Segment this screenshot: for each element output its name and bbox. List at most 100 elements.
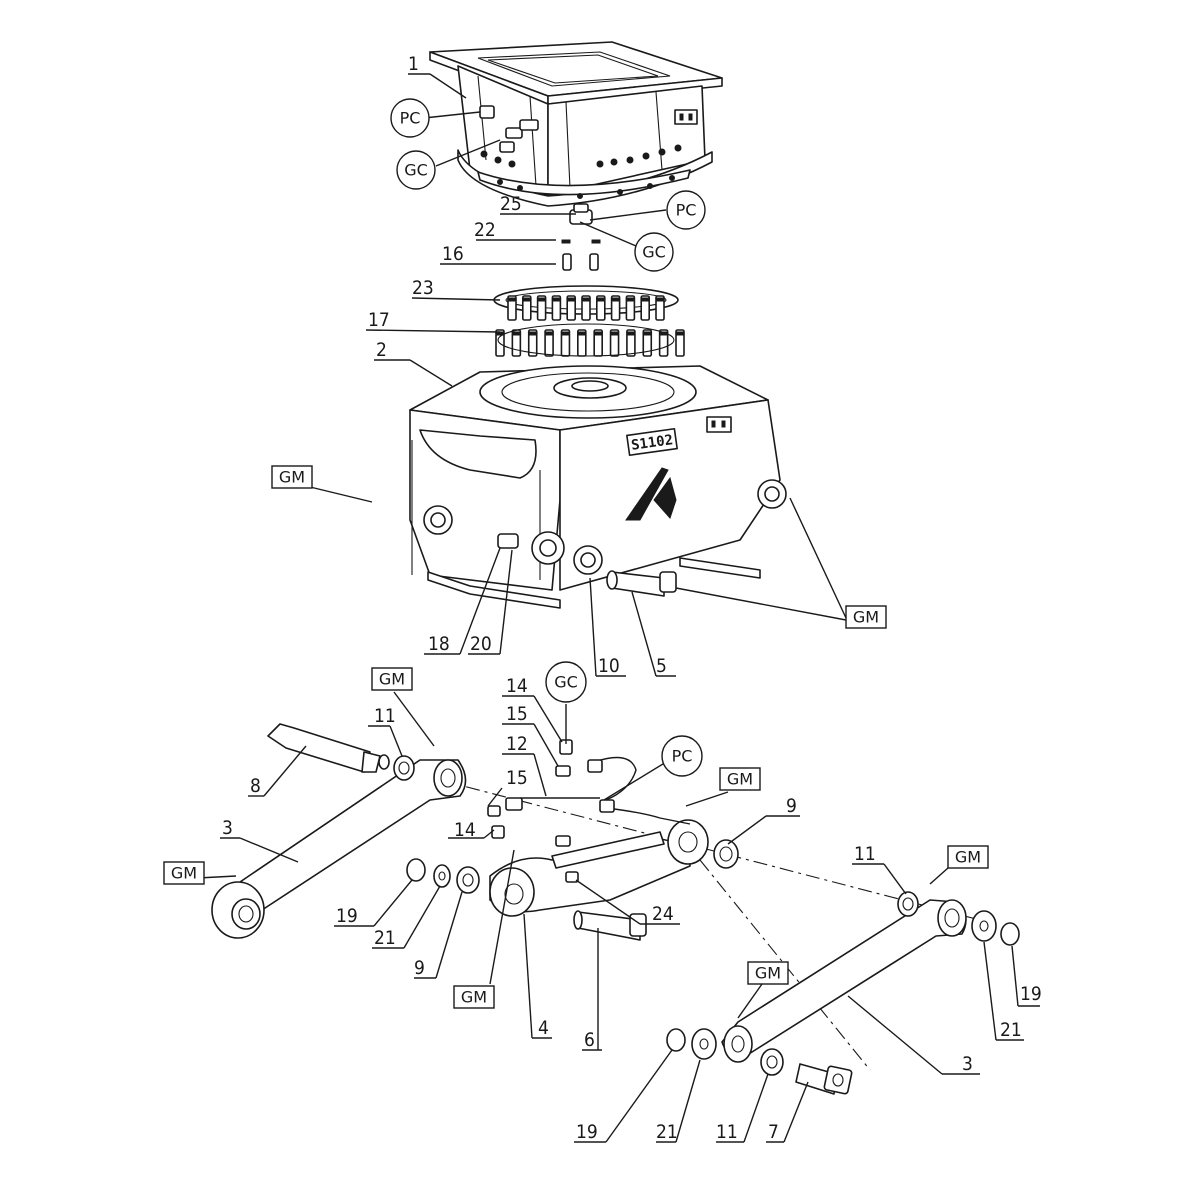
bolt <box>566 295 577 321</box>
bolt-head <box>508 297 516 302</box>
gm-tag <box>371 667 413 691</box>
part-number: 21 <box>656 1121 678 1143</box>
bolt-head <box>538 297 546 302</box>
gm-tag <box>845 605 887 629</box>
gc-tag <box>634 232 674 272</box>
part-number: 9 <box>414 957 425 979</box>
bolt <box>640 295 651 321</box>
gm-tag <box>747 961 789 985</box>
bolt-head <box>561 331 569 336</box>
bolt-head <box>512 331 520 336</box>
bolt-head <box>676 331 684 336</box>
part-number: 3 <box>962 1053 973 1075</box>
bolt <box>655 295 665 321</box>
bolt <box>536 295 547 321</box>
bolt <box>626 329 636 357</box>
part-number: 15 <box>506 703 528 725</box>
gm-tag <box>947 845 989 869</box>
part-number: 5 <box>656 655 667 677</box>
gm-tag <box>719 767 761 791</box>
part-number: 25 <box>500 193 522 215</box>
bolt-head <box>611 331 619 336</box>
bolt <box>527 329 538 357</box>
bolt-head <box>545 331 553 336</box>
part-number: 10 <box>598 655 620 677</box>
bolt-ring-and-bolts <box>493 285 685 357</box>
bolt <box>658 329 669 357</box>
bolt <box>551 295 562 321</box>
gc-tag-label: GC <box>642 243 666 262</box>
pc-tag <box>390 98 430 138</box>
gm-tag <box>453 985 495 1009</box>
gm-tag-label: GM <box>955 848 981 867</box>
part-number: 14 <box>506 675 528 697</box>
gm-tag-label: GM <box>171 864 197 883</box>
top-flange-housing <box>429 41 723 207</box>
gm-tag-label: GM <box>727 770 753 789</box>
pc-tag <box>666 190 706 230</box>
gm-tag <box>163 861 205 885</box>
bolt-head <box>656 297 664 302</box>
bolt-head <box>523 297 531 302</box>
part-number: 19 <box>1020 983 1042 1005</box>
bolt-head <box>597 297 605 302</box>
part-number: 16 <box>442 243 464 265</box>
bolt-head <box>643 331 651 336</box>
pc-tag-label: PC <box>676 201 697 220</box>
part-number: 12 <box>506 733 528 755</box>
bolt-head <box>582 297 590 302</box>
gc-tag-label: GC <box>404 161 428 180</box>
part-number: 23 <box>412 277 434 299</box>
part-number: 1 <box>408 53 419 75</box>
pc-tag-label: PC <box>672 747 693 766</box>
part-number: 21 <box>1000 1019 1022 1041</box>
gm-tag <box>271 465 313 489</box>
bolt-head <box>626 297 634 302</box>
part-number: 19 <box>336 905 358 927</box>
part-number: 2 <box>376 339 387 361</box>
pc-tag-label: PC <box>400 109 421 128</box>
lower-link-assembly <box>211 723 1020 1095</box>
part-number: 4 <box>538 1017 549 1039</box>
bolt <box>610 295 621 321</box>
gm-tag-label: GM <box>755 964 781 983</box>
bolt-head <box>612 297 620 302</box>
gc-tag <box>396 150 436 190</box>
part-number: 24 <box>652 903 674 925</box>
fittings-25-22-16 <box>561 203 601 271</box>
bolt <box>675 329 685 357</box>
part-number: 15 <box>506 767 528 789</box>
leader-lines <box>197 73 1040 1143</box>
part-number: 19 <box>576 1121 598 1143</box>
callout-tags: PC GC PC GC GM GM GM GM GM GM GM GM GC P… <box>163 98 989 1009</box>
part-number: 22 <box>474 219 496 241</box>
housing-plate-label: S1102 <box>630 432 674 454</box>
part-number: 8 <box>250 775 261 797</box>
bolt <box>507 295 517 321</box>
bolt-head <box>641 297 649 302</box>
part-number: 14 <box>454 819 476 841</box>
part-number: 11 <box>716 1121 738 1143</box>
part-number: 7 <box>768 1121 779 1143</box>
bolt-head <box>627 331 635 336</box>
bolt-head <box>552 297 560 302</box>
bolt-head <box>567 297 575 302</box>
part-number: 11 <box>854 843 876 865</box>
bolt <box>581 295 591 321</box>
gm-tag-label: GM <box>461 988 487 1007</box>
gm-tag-label: GM <box>279 468 305 487</box>
rotator-housing: S1102 <box>409 365 787 609</box>
gm-tag-label: GM <box>379 670 405 689</box>
gc-tag <box>545 661 587 703</box>
bolt-head <box>529 331 537 336</box>
part-number: 9 <box>786 795 797 817</box>
bolt <box>544 329 554 357</box>
part-number: 3 <box>222 817 233 839</box>
bolt-head <box>578 331 586 336</box>
part-number: 18 <box>428 633 450 655</box>
bolt <box>595 295 606 321</box>
bolt <box>609 329 620 357</box>
part-number: 17 <box>368 309 390 331</box>
